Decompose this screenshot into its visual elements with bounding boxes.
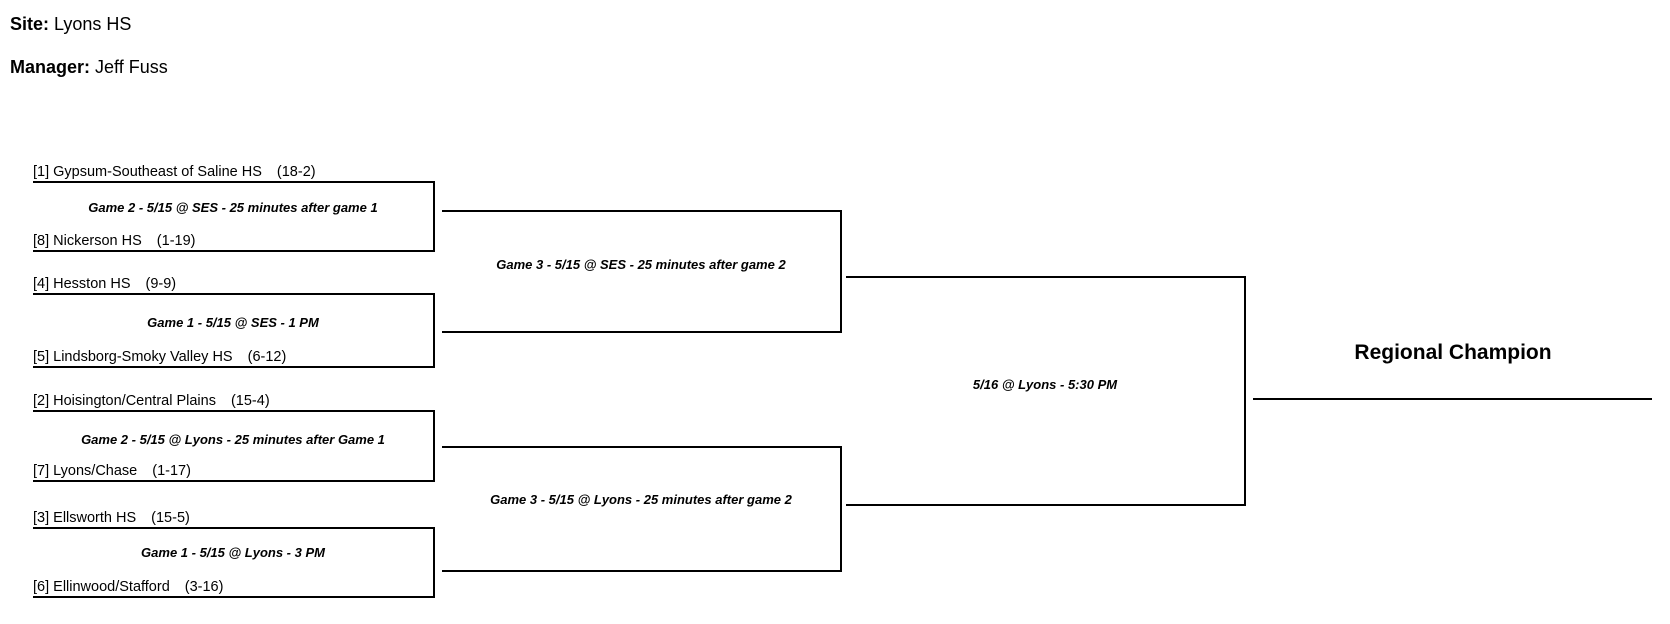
site-row: Site: Lyons HS [10, 13, 131, 35]
team-record: (6-12) [247, 349, 287, 365]
round1-match-2: [4] Hesston HS (9-9) Game 1 - 5/15 @ SES … [33, 276, 435, 368]
team-label: [4] Hesston HS [33, 276, 131, 292]
team-seed6: [6] Ellinwood/Stafford (3-16) [33, 578, 223, 596]
team-seed1: [1] Gypsum-Southeast of Saline HS (18-2) [33, 163, 316, 181]
team-record: (3-16) [184, 579, 224, 595]
manager-value: Jeff Fuss [95, 57, 168, 77]
manager-label: Manager: [10, 57, 91, 77]
team-seed3: [3] Ellsworth HS (15-5) [33, 509, 190, 527]
team-label: [7] Lyons/Chase [33, 463, 138, 479]
game-label: 5/16 @ Lyons - 5:30 PM [972, 377, 1118, 392]
round2-match-1: Game 3 - 5/15 @ SES - 25 minutes after g… [442, 210, 842, 333]
team-label: [5] Lindsborg-Smoky Valley HS [33, 349, 233, 365]
team-record: (9-9) [145, 276, 177, 292]
team-label: [6] Ellinwood/Stafford [33, 579, 170, 595]
team-seed7: [7] Lyons/Chase (1-17) [33, 462, 191, 480]
round1-match-1: [1] Gypsum-Southeast of Saline HS(18-2) … [33, 164, 435, 252]
game-label: Game 3 - 5/15 @ SES - 25 minutes after g… [496, 257, 786, 272]
champion-title: Regional Champion [1354, 341, 1552, 364]
team-seed5: [5] Lindsborg-Smoky Valley HS (6-12) [33, 348, 286, 366]
round1-match-3: [2] Hoisington/Central Plains (15-4) Game… [33, 393, 435, 482]
team-seed2: [2] Hoisington/Central Plains (15-4) [33, 392, 270, 410]
game-label: Game 1 - 5/15 @ SES - 1 PM [147, 315, 319, 330]
team-label: [1] Gypsum-Southeast of Saline HS [33, 164, 262, 180]
round1-match-4: [3] Ellsworth HS (15-5) Game 1 - 5/15 @ L… [33, 510, 435, 598]
team-record: (15-4) [230, 393, 270, 409]
site-label: Site: [10, 14, 50, 34]
round2-match-2: Game 3 - 5/15 @ Lyons - 25 minutes after… [442, 446, 842, 572]
team-label: [3] Ellsworth HS [33, 510, 137, 526]
team-record: (1-19) [156, 233, 196, 249]
team-seed8: [8] Nickerson HS (1-19) [33, 232, 195, 250]
site-value: Lyons HS [54, 14, 132, 34]
game-label: Game 1 - 5/15 @ Lyons - 3 PM [141, 545, 325, 560]
game-label: Game 3 - 5/15 @ Lyons - 25 minutes after… [490, 492, 792, 507]
final-match: 5/16 @ Lyons - 5:30 PM [846, 276, 1246, 506]
champion-line [1253, 398, 1652, 400]
game-label: Game 2 - 5/15 @ SES - 25 minutes after g… [88, 200, 378, 215]
team-record: (1-17) [152, 463, 191, 479]
team-label: [2] Hoisington/Central Plains [33, 393, 216, 409]
team-record: (18-2) [276, 164, 316, 180]
game-label: Game 2 - 5/15 @ Lyons - 25 minutes after… [81, 432, 385, 447]
team-seed4: [4] Hesston HS (9-9) [33, 275, 176, 293]
team-label: [8] Nickerson HS [33, 233, 142, 249]
team-record: (15-5) [151, 510, 190, 526]
manager-row: Manager: Jeff Fuss [10, 56, 168, 78]
